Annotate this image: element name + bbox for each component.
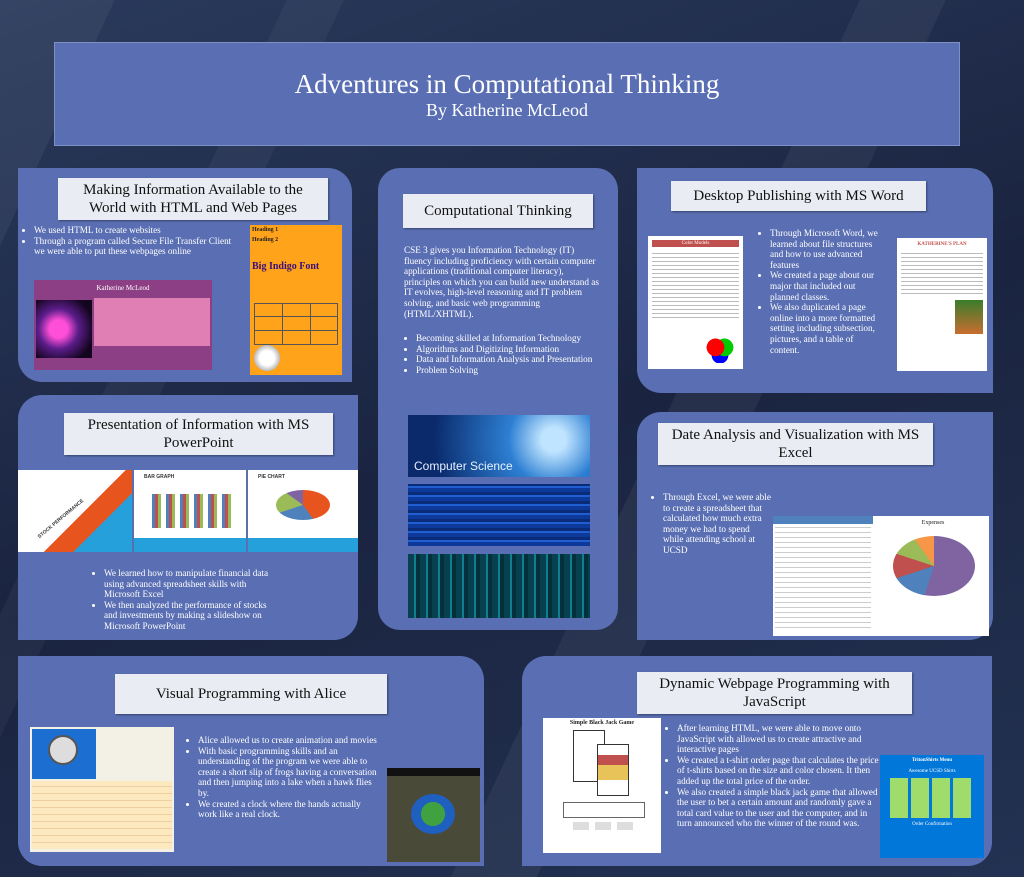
order-label: Order Confirmation	[912, 822, 952, 827]
rgb-circles-icon	[705, 337, 735, 363]
bullet: We learned how to manipulate financial d…	[104, 568, 270, 600]
alice-panel-heading: Visual Programming with Alice	[115, 674, 387, 714]
ct-bullet-list: Becoming skilled at Information Technolo…	[402, 333, 598, 375]
game-table	[563, 802, 645, 818]
frog-icon	[411, 794, 455, 834]
stock-performance-slide: STOCK PERFORMANCE	[18, 470, 132, 552]
alice-frog-screenshot	[387, 768, 480, 862]
excel-bullets: Through Excel, we were able to create a …	[649, 492, 771, 556]
site-title: Katherine McLeod	[96, 284, 150, 292]
card-icon	[597, 744, 629, 796]
poster-title: Adventures in Computational Thinking	[294, 69, 720, 99]
blackjack-screenshot: Simple Black Jack Game	[543, 718, 661, 853]
slide1-title: STOCK PERFORMANCE	[36, 498, 86, 540]
excel-panel-heading: Date Analysis and Visualization with MS …	[658, 423, 933, 465]
doc2-text	[901, 251, 983, 297]
word-panel-heading: Desktop Publishing with MS Word	[671, 181, 926, 211]
bullet: We also duplicated a page online into a …	[770, 302, 878, 355]
bullet: We used HTML to create websites	[34, 225, 242, 236]
pie-chart	[276, 490, 330, 520]
grid-table	[254, 303, 338, 345]
website-screenshot: Katherine McLeod	[34, 280, 212, 370]
bullet: Data and Information Analysis and Presen…	[416, 354, 598, 365]
clock-icon	[48, 735, 78, 765]
spreadsheet-cells	[775, 526, 871, 632]
heading-2: Heading 2	[252, 237, 279, 243]
doc1-text	[652, 251, 739, 321]
big-font: Big Indigo Font	[252, 261, 320, 272]
heading-page-screenshot: Heading 1 Heading 2 Big Indigo Font	[250, 225, 342, 375]
ppt-panel-heading: Presentation of Information with MS Powe…	[64, 413, 333, 455]
site-content	[94, 298, 210, 346]
pie-chart-slide: PIE CHART	[248, 470, 358, 552]
bullet: Through Excel, we were able to create a …	[663, 492, 771, 556]
bar-graph	[148, 494, 234, 528]
bullet: We then analyzed the performance of stoc…	[104, 600, 270, 632]
ct-panel	[378, 168, 618, 630]
slide2-footer	[134, 538, 246, 552]
bullet: Through Microsoft Word, we learned about…	[770, 228, 878, 270]
ppt-bullets: We learned how to manipulate financial d…	[90, 568, 270, 632]
code-editor	[32, 781, 172, 849]
flower-photos	[955, 300, 983, 334]
bullet: Becoming skilled at Information Technolo…	[416, 333, 598, 344]
spreadsheet-header	[773, 516, 873, 524]
doc1-title: Color Models	[652, 240, 739, 247]
slide2-title: BAR GRAPH	[144, 474, 175, 480]
bullet: After learning HTML, we were able to mov…	[677, 723, 881, 755]
alice-clock-screenshot	[30, 727, 174, 852]
code-image	[408, 484, 590, 546]
bullet: With basic programming skills and an und…	[198, 746, 380, 799]
alice-bullets: Alice allowed us to create animation and…	[184, 735, 380, 820]
wikipedia-logo	[254, 345, 280, 371]
bar-graph-slide: BAR GRAPH	[134, 470, 246, 552]
bullet: Algorithms and Digitizing Information	[416, 344, 598, 355]
cs-caption: Computer Science	[414, 459, 513, 473]
menu-title: TritonShirts Menu	[911, 758, 953, 763]
ct-body: CSE 3 gives you Information Technology (…	[404, 245, 599, 319]
bullet: Alice allowed us to create animation and…	[198, 735, 380, 746]
expenses-chart-title: Expenses	[921, 520, 945, 526]
bullet: Through a program called Secure File Tra…	[34, 236, 242, 257]
bullet: We created a page about our major that i…	[770, 270, 878, 302]
html-panel-text: We used HTML to create websites Through …	[20, 225, 242, 257]
slide3-footer	[248, 538, 358, 552]
slide3-title: PIE CHART	[258, 474, 285, 480]
spreadsheet-screenshot: Expenses	[773, 516, 989, 636]
expenses-pie-chart	[893, 536, 975, 596]
doc2-title: KATHERINE'S PLAN	[917, 242, 967, 247]
menu-grid	[890, 778, 974, 818]
js-panel-heading: Dynamic Webpage Programming with JavaScr…	[637, 672, 912, 714]
menu-subtitle: Awesome UCSD Shirts	[908, 769, 956, 774]
dna-image	[36, 300, 92, 358]
katherines-plan-document: KATHERINE'S PLAN	[897, 238, 987, 371]
bullet: Problem Solving	[416, 365, 598, 376]
bullet: We created a clock where the hands actua…	[198, 799, 380, 820]
title-banner: Adventures in Computational Thinking By …	[54, 42, 960, 146]
computer-science-image: Computer Science	[408, 415, 590, 477]
bullet: We created a t-shirt order page that cal…	[677, 755, 881, 787]
color-models-document: Color Models	[648, 236, 743, 369]
heading-1: Heading 1	[252, 227, 279, 233]
word-bullets: Through Microsoft Word, we learned about…	[756, 228, 878, 355]
poster-author: By Katherine McLeod	[426, 100, 588, 120]
game-title: Simple Black Jack Game	[569, 720, 635, 726]
game-buttons	[573, 822, 633, 830]
bullet: We also created a simple black jack game…	[677, 787, 881, 829]
js-bullets: After learning HTML, we were able to mov…	[663, 723, 881, 829]
ct-panel-heading: Computational Thinking	[403, 194, 593, 228]
binary-image	[408, 554, 590, 618]
tshirt-menu-screenshot: TritonShirts Menu Awesome UCSD Shirts Or…	[880, 755, 984, 858]
html-panel-heading: Making Information Available to the Worl…	[58, 178, 328, 220]
